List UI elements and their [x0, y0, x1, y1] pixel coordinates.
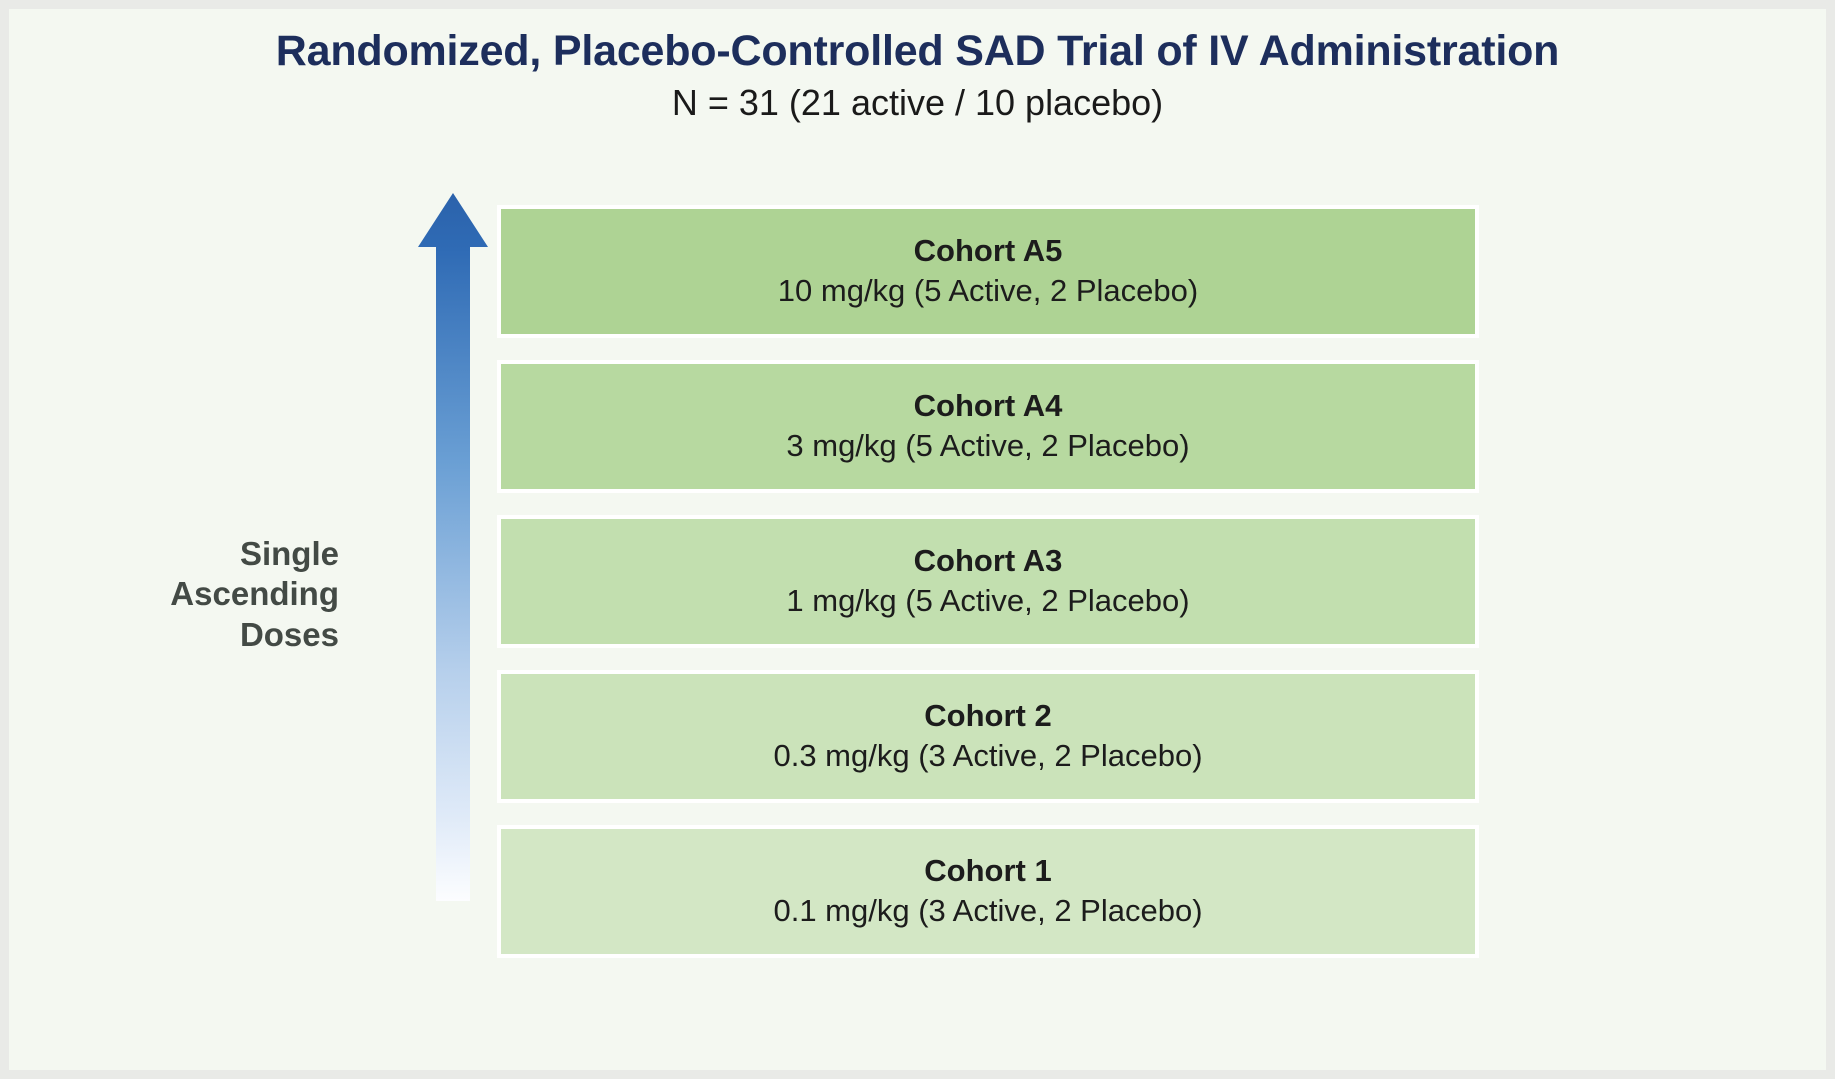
cohort-box-a3[interactable]: Cohort A3 1 mg/kg (5 Active, 2 Placebo) — [497, 515, 1479, 648]
cohort-dose: 1 mg/kg (5 Active, 2 Placebo) — [786, 583, 1190, 618]
cohort-box-2[interactable]: Cohort 2 0.3 mg/kg (3 Active, 2 Placebo) — [497, 670, 1479, 803]
cohort-dose: 0.3 mg/kg (3 Active, 2 Placebo) — [773, 738, 1203, 773]
cohort-box-1[interactable]: Cohort 1 0.1 mg/kg (3 Active, 2 Placebo) — [497, 825, 1479, 958]
axis-label-line-2: Ascending — [170, 575, 339, 613]
axis-label: Single Ascending Doses — [79, 534, 339, 655]
page-title: Randomized, Placebo-Controlled SAD Trial… — [275, 27, 1560, 75]
cohort-dose: 10 mg/kg (5 Active, 2 Placebo) — [777, 273, 1199, 308]
ascending-dose-axis: Single Ascending Doses — [9, 189, 489, 909]
cohort-stack: Cohort A5 10 mg/kg (5 Active, 2 Placebo)… — [497, 205, 1479, 958]
cohort-name: Cohort 2 — [924, 698, 1052, 734]
slide-canvas: Randomized, Placebo-Controlled SAD Trial… — [9, 9, 1826, 1070]
axis-label-line-3: Doses — [239, 615, 339, 653]
cohort-dose: 0.1 mg/kg (3 Active, 2 Placebo) — [773, 893, 1203, 928]
cohort-box-a4[interactable]: Cohort A4 3 mg/kg (5 Active, 2 Placebo) — [497, 360, 1479, 493]
cohort-box-a5[interactable]: Cohort A5 10 mg/kg (5 Active, 2 Placebo) — [497, 205, 1479, 338]
cohort-dose: 3 mg/kg (5 Active, 2 Placebo) — [786, 428, 1190, 463]
axis-label-line-1: Single — [239, 535, 339, 572]
cohort-name: Cohort 1 — [924, 853, 1052, 889]
cohort-name: Cohort A3 — [913, 543, 1063, 579]
page-subtitle: N = 31 (21 active / 10 placebo) — [671, 82, 1164, 124]
cohort-name: Cohort A5 — [913, 233, 1063, 269]
cohort-name: Cohort A4 — [913, 388, 1063, 424]
header: Randomized, Placebo-Controlled SAD Trial… — [9, 27, 1826, 124]
up-arrow-icon — [417, 189, 489, 905]
